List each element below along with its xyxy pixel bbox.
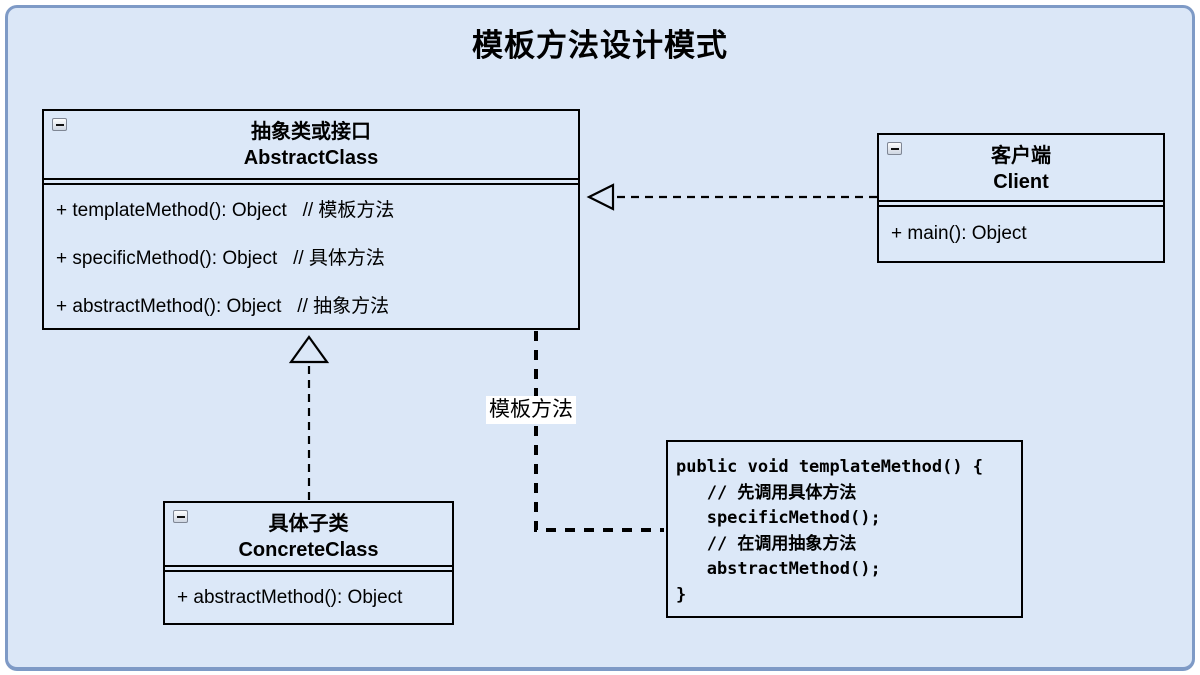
open-triangle-arrowhead-left-icon — [586, 183, 615, 211]
dependency-arrow-client-to-abstract[interactable] — [586, 183, 877, 211]
method-item: + templateMethod(): Object // 模板方法 — [56, 200, 395, 222]
class-name-cn: 抽象类或接口 — [251, 121, 371, 143]
code-line: specificMethod(); — [676, 508, 881, 528]
class-box-concreteclass[interactable]: 具体子类 ConcreteClass + abstractMethod(): O… — [163, 501, 454, 625]
attributes-compartment — [44, 178, 578, 185]
methods-compartment: + main(): Object — [879, 207, 1163, 261]
class-name-en: AbstractClass — [243, 147, 379, 169]
method-item: + specificMethod(): Object // 具体方法 — [56, 247, 385, 269]
class-name-en: Client — [993, 171, 1049, 193]
code-line: abstractMethod(); — [676, 559, 881, 579]
collapse-minus-icon[interactable] — [887, 142, 902, 155]
open-triangle-arrowhead-up-icon — [288, 335, 330, 364]
method-item: + main(): Object — [891, 223, 1027, 244]
collapse-minus-icon[interactable] — [173, 510, 188, 523]
note-connector-label: 模板方法 — [486, 396, 576, 424]
attributes-compartment — [879, 200, 1163, 207]
class-header-client: 客户端 Client — [879, 135, 1163, 200]
class-header-abstractclass: 抽象类或接口 AbstractClass — [44, 111, 578, 178]
class-box-client[interactable]: 客户端 Client + main(): Object — [877, 133, 1165, 263]
code-line: // 先调用具体方法 — [676, 482, 857, 503]
code-line: public void templateMethod() { — [676, 457, 984, 477]
method-item: + abstractMethod(): Object // 抽象方法 — [56, 295, 390, 317]
minus-glyph — [55, 123, 64, 126]
method-item: + abstractMethod(): Object — [177, 586, 403, 608]
class-name-cn: 具体子类 — [268, 513, 349, 535]
collapse-minus-icon[interactable] — [52, 118, 67, 131]
note-connector-dashed-elbow[interactable] — [534, 331, 664, 532]
class-name-en: ConcreteClass — [238, 539, 379, 561]
methods-compartment: + abstractMethod(): Object — [165, 572, 452, 623]
code-line: // 在调用抽象方法 — [676, 533, 857, 554]
class-box-abstractclass[interactable]: 抽象类或接口 AbstractClass + templateMethod():… — [42, 109, 580, 330]
methods-compartment: + templateMethod(): Object // 模板方法 + spe… — [44, 185, 578, 328]
note-connector-abstract-to-code[interactable] — [534, 331, 664, 532]
diagram-title: 模板方法设计模式 — [472, 28, 728, 63]
minus-glyph — [176, 515, 185, 518]
attributes-compartment — [165, 565, 452, 572]
minus-glyph — [890, 147, 899, 150]
class-name-cn: 客户端 — [991, 145, 1051, 167]
code-note-box[interactable]: public void templateMethod() { // 先调用具体方… — [666, 440, 1023, 618]
code-line: } — [676, 584, 687, 605]
class-header-concreteclass: 具体子类 ConcreteClass — [165, 503, 452, 565]
realization-arrow-concrete-to-abstract[interactable] — [288, 335, 330, 500]
